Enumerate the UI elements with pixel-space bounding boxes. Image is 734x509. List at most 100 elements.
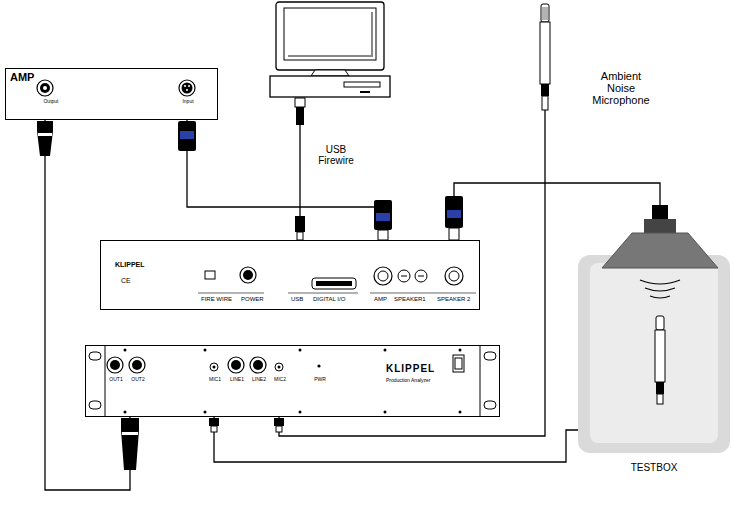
rack-connectors [253,360,263,370]
testbox-drawing [656,382,664,394]
rear-panel-connectors [198,293,264,294]
rack-connectors [228,357,244,373]
bnc-plug [209,418,219,426]
usb-plug [295,98,305,240]
testbox-drawing [656,316,664,330]
bnc-plug [276,426,282,432]
speakon-plug [447,210,461,218]
rear-panel-connectors [449,271,459,281]
bnc-plug [211,426,217,432]
usb-plug [297,232,303,240]
computer-drawing [311,70,349,76]
cable [45,120,130,490]
amp-output-jack [37,80,53,96]
rack-ears [89,345,496,417]
node-label: Output [36,99,66,105]
xlr-plug [121,418,139,470]
rack-screws [459,349,462,352]
amp-input-jack [186,89,188,91]
computer-drawing [276,2,384,70]
rear-panel-connectors [418,276,424,277]
computer-drawing [360,91,370,93]
node-label: MIC2 [270,377,290,383]
rack-screws [299,349,302,352]
rear-panel-connectors [415,270,427,282]
rear-panel-connectors [398,270,410,282]
rack-screws [384,349,387,352]
testbox-drawing [652,205,668,219]
rack-screws [124,411,127,414]
cable [279,110,545,436]
node-label: SPEAKER1 [394,296,426,303]
rack-connectors [453,355,464,372]
testbox-drawing [590,263,718,443]
microphone-drawing [540,22,550,84]
amp-output-jack [40,83,50,93]
microphone-drawing [547,7,548,20]
rear-panel-connectors [374,267,392,285]
computer-drawing [270,76,390,97]
rack-ears [480,345,481,417]
computer-drawing [344,82,380,87]
speakon-plug [178,121,463,240]
amp-output-plug [37,121,53,156]
node-label: USB [291,296,303,303]
cable [214,417,578,462]
rack-connectors [275,363,283,371]
rack-ears [89,401,101,409]
rear-panel-connectors [378,271,388,281]
node-label: Input [173,99,203,105]
testbox-drawing [645,288,675,291]
cable [187,120,383,240]
node-label: OUT2 [128,377,148,383]
rack-screws [124,349,127,352]
rear-panel-connectors [205,271,215,279]
amp-output-plug [38,133,52,136]
node-label: OUT1 [106,377,126,383]
node-label: AMP [374,296,387,303]
amp-input-jack [184,85,186,87]
rear-panel-connectors [445,267,463,285]
speakon-plug [180,131,194,139]
rack-ears [484,352,496,360]
speakon-plug [374,200,392,230]
speakon-plug [376,213,390,221]
microphone-drawing [541,84,549,96]
node-label: USB Firewire [310,144,362,166]
amp-input-jack [179,80,195,96]
node-label: Ambient Noise Microphone [587,70,655,106]
rack-connectors [132,360,142,370]
testbox: TESTBOX [578,205,730,455]
cable [454,183,660,240]
node-label: DIGITAL I/O [313,296,345,303]
rack-ears [105,345,106,417]
speakon-plug [449,228,459,240]
microphone-drawing [540,4,550,110]
rack-connectors [129,357,145,373]
computer-drawing [284,8,376,60]
rack-screws [299,411,302,414]
node-label: Production Analyzer [386,378,430,384]
rack-connectors [210,363,218,371]
rack-connectors [107,355,464,373]
xlr-plug [121,418,139,470]
microphone-drawing [543,7,544,20]
rear-panel-connectors [240,267,256,283]
analyzer-rear-panel: KLIPPELCEFIRE WIREPOWERUSBDIGITAL I/OAMP… [100,240,480,310]
computer: USB Firewire [270,0,390,98]
rack-screws [384,411,387,414]
rear-panel-connectors [198,267,476,293]
node-label: LINE2 [249,377,269,383]
rack-screws [124,349,462,414]
production-analyzer-rack: OUT1OUT2MIC1LINE1LINE2MIC2PWRKLIPPELProd… [85,345,500,417]
rear-panel-connectors [370,293,476,294]
testbox-drawing [655,330,665,382]
rear-panel-connectors [243,270,253,280]
usb-plug [295,98,305,107]
node-label: POWER [241,296,264,303]
rear-panel-connectors [401,276,407,277]
microphone-drawing [542,96,548,110]
computer-drawing [288,12,372,56]
